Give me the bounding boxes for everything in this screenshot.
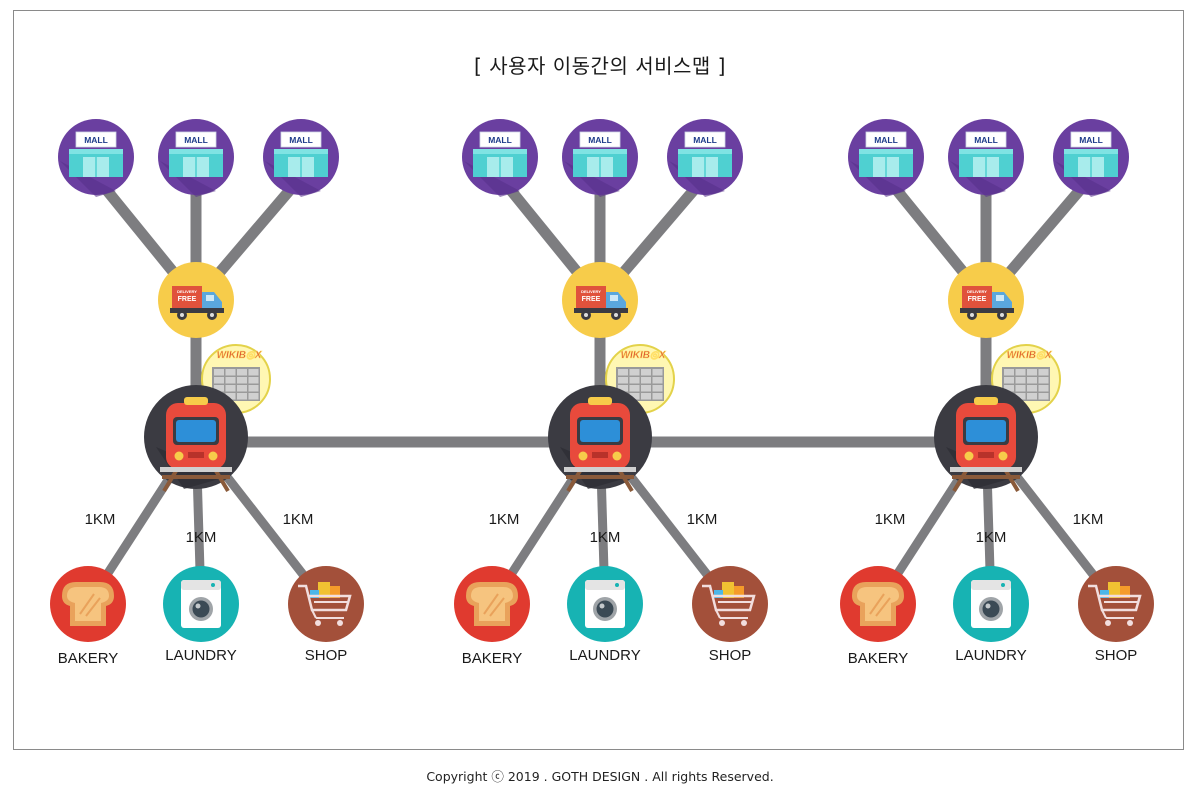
bread-toast-icon — [62, 582, 114, 626]
wikibox-logo-text: WIKIB◎X — [217, 350, 263, 361]
distance-label: 1KM — [1073, 511, 1104, 528]
train-station-node — [934, 385, 1038, 493]
nodes-layer: MALL MALL MALL DELIVERY FREE WIKIB◎X 1KM 1KM 1KM… — [50, 119, 1154, 667]
shopping-cart-icon — [1088, 582, 1142, 626]
bread-toast-icon — [852, 582, 904, 626]
mall-building-icon: MALL — [573, 131, 627, 177]
mall-sign-text: MALL — [974, 135, 998, 145]
bakery-node: BAKERY — [454, 566, 530, 667]
distance-label: 1KM — [85, 511, 116, 528]
distance-label: 1KM — [687, 511, 718, 528]
delivery-text: DELIVERY — [177, 289, 197, 294]
copyright-footer: Copyright ⓒ 2019 . GOTH DESIGN . All rig… — [426, 769, 774, 784]
shop-circle — [1078, 566, 1154, 642]
mall-node: MALL — [667, 119, 743, 197]
service-label: SHOP — [709, 647, 752, 664]
mall-sign-text: MALL — [693, 135, 717, 145]
distance-label: 1KM — [489, 511, 520, 528]
station-hub: MALL MALL MALL DELIVERY FREE WIKIB◎X 1KM 1KM 1KM… — [840, 119, 1154, 667]
mall-node: MALL — [848, 119, 924, 197]
mall-sign-text: MALL — [1079, 135, 1103, 145]
distance-label: 1KM — [590, 529, 621, 546]
train-icon — [950, 397, 1022, 493]
bakery-node: BAKERY — [840, 566, 916, 667]
mall-node: MALL — [263, 119, 339, 197]
mall-building-icon: MALL — [274, 131, 328, 177]
delivery-truck-icon: DELIVERY FREE — [574, 286, 628, 320]
wikibox-logo-text: WIKIB◎X — [1007, 350, 1053, 361]
mall-sign-text: MALL — [184, 135, 208, 145]
laundry-node: LAUNDRY — [163, 566, 239, 664]
shopping-cart-icon — [298, 582, 352, 626]
service-label: LAUNDRY — [165, 647, 236, 664]
laundry-node: LAUNDRY — [953, 566, 1029, 664]
washing-machine-icon — [971, 580, 1011, 628]
free-text: FREE — [582, 296, 601, 303]
mall-building-icon: MALL — [1064, 131, 1118, 177]
service-map-diagram: MALL MALL MALL DELIVERY FREE WIKIB◎X 1KM 1KM 1KM… — [50, 119, 1154, 667]
service-label: SHOP — [1095, 647, 1138, 664]
mall-node: MALL — [58, 119, 134, 197]
train-icon — [564, 397, 636, 493]
mall-sign-text: MALL — [84, 135, 108, 145]
mall-node: MALL — [462, 119, 538, 197]
shop-node: SHOP — [1078, 566, 1154, 664]
mall-building-icon: MALL — [169, 131, 223, 177]
train-station-node — [144, 385, 248, 493]
free-text: FREE — [178, 296, 197, 303]
wikibox-logo-text: WIKIB◎X — [621, 350, 667, 361]
service-label: BAKERY — [58, 650, 119, 667]
washing-machine-icon — [181, 580, 221, 628]
distance-label: 1KM — [875, 511, 906, 528]
page-title: [ 사용자 이동간의 서비스맵 ] — [474, 54, 726, 78]
washing-machine-icon — [585, 580, 625, 628]
service-label: BAKERY — [462, 650, 523, 667]
service-label: LAUNDRY — [569, 647, 640, 664]
train-icon — [160, 397, 232, 493]
mall-building-icon: MALL — [859, 131, 913, 177]
laundry-node: LAUNDRY — [567, 566, 643, 664]
station-hub: MALL MALL MALL DELIVERY FREE WIKIB◎X 1KM 1KM 1KM… — [50, 119, 364, 667]
shop-circle — [288, 566, 364, 642]
mall-building-icon: MALL — [959, 131, 1013, 177]
mall-building-icon: MALL — [69, 131, 123, 177]
distance-label: 1KM — [186, 529, 217, 546]
mall-sign-text: MALL — [289, 135, 313, 145]
free-text: FREE — [968, 296, 987, 303]
mall-sign-text: MALL — [588, 135, 612, 145]
service-label: SHOP — [305, 647, 348, 664]
shopping-cart-icon — [702, 582, 756, 626]
station-hub: MALL MALL MALL DELIVERY FREE WIKIB◎X 1KM 1KM 1KM… — [454, 119, 768, 667]
delivery-node: DELIVERY FREE — [158, 262, 234, 338]
mall-node: MALL — [948, 119, 1024, 197]
delivery-text: DELIVERY — [581, 289, 601, 294]
shop-node: SHOP — [692, 566, 768, 664]
diagram-frame — [13, 10, 1184, 750]
service-label: LAUNDRY — [955, 647, 1026, 664]
train-station-node — [548, 385, 652, 493]
delivery-node: DELIVERY FREE — [948, 262, 1024, 338]
mall-node: MALL — [1053, 119, 1129, 197]
shop-circle — [692, 566, 768, 642]
mall-node: MALL — [562, 119, 638, 197]
mall-node: MALL — [158, 119, 234, 197]
delivery-text: DELIVERY — [967, 289, 987, 294]
delivery-truck-icon: DELIVERY FREE — [960, 286, 1014, 320]
mall-sign-text: MALL — [488, 135, 512, 145]
shop-node: SHOP — [288, 566, 364, 664]
bakery-node: BAKERY — [50, 566, 126, 667]
distance-label: 1KM — [976, 529, 1007, 546]
distance-label: 1KM — [283, 511, 314, 528]
mall-building-icon: MALL — [678, 131, 732, 177]
service-label: BAKERY — [848, 650, 909, 667]
delivery-node: DELIVERY FREE — [562, 262, 638, 338]
bread-toast-icon — [466, 582, 518, 626]
delivery-truck-icon: DELIVERY FREE — [170, 286, 224, 320]
mall-sign-text: MALL — [874, 135, 898, 145]
mall-building-icon: MALL — [473, 131, 527, 177]
